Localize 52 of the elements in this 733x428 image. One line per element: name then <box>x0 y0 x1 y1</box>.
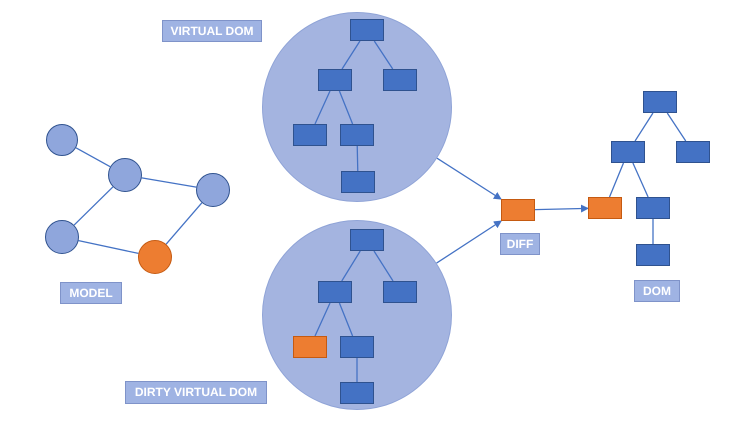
node-box <box>293 336 327 358</box>
node-box <box>643 91 677 113</box>
node-box <box>318 281 352 303</box>
node-box <box>318 69 352 91</box>
node-box <box>636 197 670 219</box>
connector-line <box>74 186 114 226</box>
label-tag: DIRTY VIRTUAL DOM <box>125 380 267 404</box>
arrow <box>436 158 502 200</box>
connector-line <box>314 302 331 336</box>
connector-line <box>342 40 360 70</box>
node-box <box>383 69 417 91</box>
connector-line <box>78 240 139 254</box>
node-box <box>676 141 710 163</box>
node-box <box>588 197 622 219</box>
connector-line <box>341 250 361 282</box>
node-box <box>636 244 670 266</box>
connector-line <box>166 202 202 245</box>
node-box <box>350 19 384 41</box>
label-tag: MODEL <box>60 282 122 304</box>
label-tag: DIFF <box>500 233 540 255</box>
node-circle <box>196 173 230 207</box>
node-box <box>611 141 645 163</box>
connector-line <box>356 146 358 172</box>
connector-line <box>373 250 394 282</box>
connector-line <box>314 90 331 124</box>
node-box <box>340 124 374 146</box>
label-tag: VIRTUAL DOM <box>162 20 262 42</box>
node-box <box>293 124 327 146</box>
node-box <box>383 281 417 303</box>
node-box <box>340 336 374 358</box>
node-circle <box>46 124 78 156</box>
connector-line <box>374 40 394 70</box>
connector-line <box>356 358 358 382</box>
arrow <box>436 220 502 264</box>
connector-line <box>142 177 196 188</box>
connector-line <box>608 162 624 198</box>
node-circle <box>138 240 172 274</box>
connector-line <box>652 219 654 244</box>
connector-line <box>338 90 354 124</box>
connector-line <box>666 112 686 142</box>
node-box <box>350 229 384 251</box>
arrow <box>534 204 589 213</box>
connector-line <box>632 162 649 198</box>
label-tag: DOM <box>634 280 680 302</box>
node-circle <box>45 220 79 254</box>
node-box <box>340 382 374 404</box>
connector-line <box>634 112 654 142</box>
connector-line <box>338 302 354 336</box>
node-circle <box>108 158 142 192</box>
node-box <box>341 171 375 193</box>
connector-line <box>76 147 110 168</box>
node-box <box>501 199 535 221</box>
